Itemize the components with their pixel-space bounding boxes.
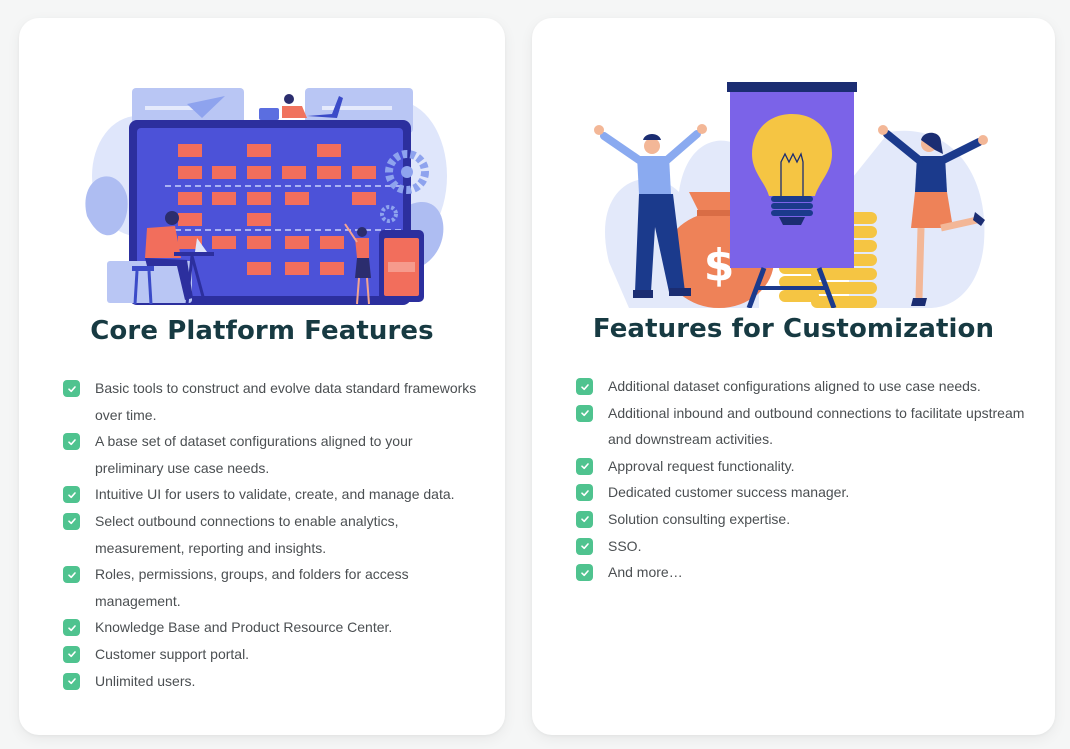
custom-feature-list: Additional dataset configurations aligne… (576, 373, 1036, 586)
feature-text: Customer support portal. (95, 645, 250, 662)
check-icon (63, 619, 80, 637)
feature-text: A base set of dataset configurations ali… (95, 433, 413, 476)
feature-item: Basic tools to construct and evolve data… (63, 375, 483, 428)
check-icon (63, 486, 80, 504)
feature-text: And more… (608, 564, 683, 581)
check-icon (63, 645, 80, 663)
feature-item: Dedicated customer success manager. (576, 479, 1036, 506)
feature-item: Approval request functionality. (576, 453, 1036, 480)
core-feature-list: Basic tools to construct and evolve data… (63, 375, 483, 694)
feature-item: And more… (576, 559, 1036, 586)
check-icon (63, 672, 80, 690)
feature-item: A base set of dataset configurations ali… (63, 428, 483, 481)
svg-text:$: $ (704, 240, 735, 291)
feature-text: Approval request functionality. (608, 457, 795, 474)
feature-text: SSO. (608, 537, 642, 554)
card-title: Features for Customization (592, 314, 995, 344)
feature-item: SSO. (576, 533, 1036, 560)
card-title: Core Platform Features (90, 316, 434, 346)
core-platform-features-card: Core Platform Features Basic tools to co… (19, 18, 505, 735)
feature-item: Customer support portal. (63, 641, 483, 668)
feature-text: Additional dataset configurations aligne… (608, 378, 981, 394)
feature-item: Select outbound connections to enable an… (63, 508, 483, 561)
check-icon (576, 378, 593, 395)
feature-text: Unlimited users. (95, 672, 196, 689)
feature-text: Intuitive UI for users to validate, crea… (95, 486, 455, 503)
check-icon (63, 433, 80, 451)
lightbulb-idea-illustration: $ (589, 62, 999, 308)
feature-item: Unlimited users. (63, 668, 483, 695)
team-data-board-illustration (77, 66, 449, 312)
feature-item: Additional inbound and outbound connecti… (576, 400, 1036, 453)
feature-text: Roles, permissions, groups, and folders … (95, 566, 409, 609)
feature-item: Additional dataset configurations aligne… (576, 373, 1036, 400)
feature-text: Dedicated customer success manager. (608, 484, 850, 501)
check-icon (576, 457, 593, 475)
customization-features-card: $ (532, 18, 1055, 735)
check-icon (63, 380, 80, 397)
check-icon (576, 537, 593, 555)
feature-text: Additional inbound and outbound connecti… (608, 404, 1025, 448)
check-icon (576, 484, 593, 502)
check-icon (63, 512, 80, 530)
feature-text: Knowledge Base and Product Resource Cent… (95, 619, 393, 636)
feature-item: Intuitive UI for users to validate, crea… (63, 481, 483, 508)
check-icon (63, 566, 80, 584)
feature-text: Solution consulting expertise. (608, 510, 791, 527)
feature-text: Basic tools to construct and evolve data… (95, 380, 477, 423)
check-icon (576, 564, 593, 582)
feature-item: Knowledge Base and Product Resource Cent… (63, 614, 483, 641)
feature-item: Roles, permissions, groups, and folders … (63, 561, 483, 614)
feature-item: Solution consulting expertise. (576, 506, 1036, 533)
feature-text: Select outbound connections to enable an… (95, 512, 399, 556)
check-icon (576, 510, 593, 528)
check-icon (576, 404, 593, 422)
